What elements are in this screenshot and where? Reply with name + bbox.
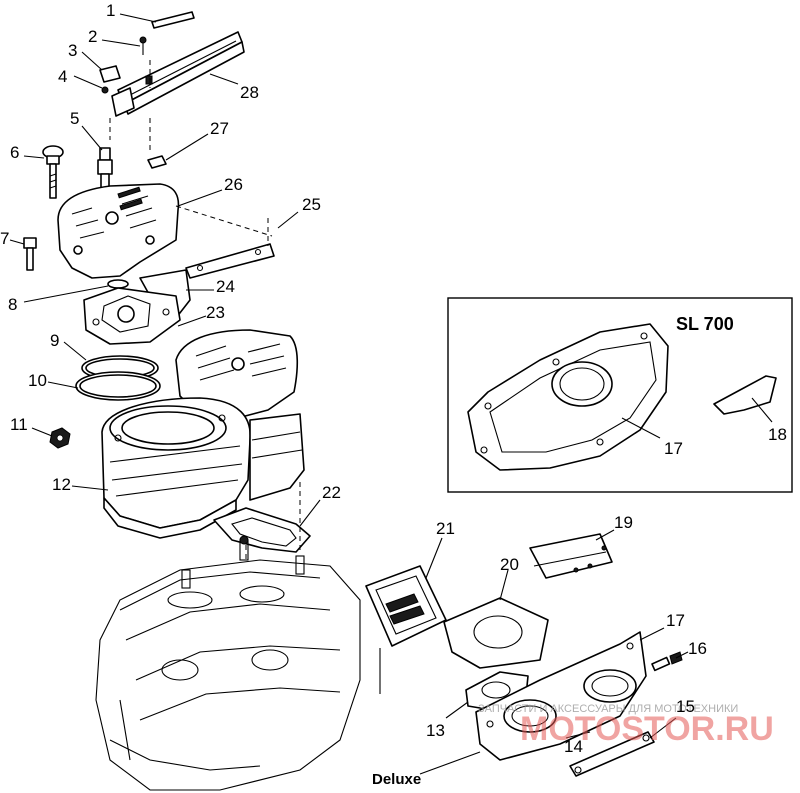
part-10-o-ring [75,371,161,401]
callout-22: 22 [322,483,341,502]
callout-20: 20 [500,555,519,574]
callout-17-sl700: 17 [664,439,683,458]
callout-10: 10 [28,371,47,390]
callout-1: 1 [106,1,115,20]
part-21-reed-valve [365,565,447,694]
sl700-inset: SL 700 [447,297,793,493]
callout-8: 8 [8,295,17,314]
part-22-gasket [213,507,311,553]
part-15-strap [569,731,655,777]
callout-18: 18 [768,425,787,444]
part-cylinder-head-rear [175,329,299,421]
part-12-cylinder [101,397,251,539]
part-19-plate [529,533,613,579]
callout-27: 27 [210,119,229,138]
callout-24: 24 [216,277,235,296]
part-27-clamp [147,155,167,169]
callout-5: 5 [70,109,79,128]
callout-12: 12 [52,475,71,494]
part-23-head-cover [83,287,181,345]
callout-3: 3 [68,41,77,60]
callout-19: 19 [614,513,633,532]
watermark-brand: MOTOSTOR.RU [520,710,774,748]
part-cylinder-rear [249,413,305,501]
callout-13: 13 [426,721,445,740]
callout-11: 11 [10,415,28,434]
part-20-gasket [443,597,549,669]
part-1-strip [151,11,195,29]
leader-lines [9,13,689,775]
crankcase-block [95,535,361,791]
part-17-intake-manifold-deluxe [475,631,647,761]
part-6-head-bolt [42,145,64,199]
callout-4: 4 [58,67,67,86]
part-28-fuel-rail [111,31,245,117]
callout-6: 6 [10,143,19,162]
callout-25: 25 [302,195,321,214]
callout-9: 9 [50,331,59,350]
callout-15: 15 [676,697,695,716]
part-11-nut [49,427,71,449]
callout-17-deluxe: 17 [666,611,685,630]
callout-21: 21 [436,519,455,538]
part-5-spark-plug [97,147,113,194]
callout-26: 26 [224,175,243,194]
callout-7: 7 [0,229,9,248]
part-2-screw [139,36,147,55]
part-8-o-ring [107,279,129,289]
callout-14: 14 [564,737,583,756]
part-26-cylinder-head [57,183,180,279]
part-17-intake-manifold-sl700 [467,323,669,471]
inset-title: SL 700 [676,314,734,334]
callout-2: 2 [88,27,97,46]
deluxe-label: Deluxe [372,771,421,788]
part-7-bolt [23,237,37,271]
watermark-tagline: ЗАПЧАСТИ И АКСЕССУАРЫ ДЛЯ МОТОТЕХНИКИ [478,703,738,715]
callout-16: 16 [688,639,707,658]
callout-23: 23 [206,303,225,322]
part-25-bracket [185,243,275,279]
part-16-bolt [651,651,683,672]
callout-28: 28 [240,83,259,102]
part-3-plate [99,65,121,83]
part-4-clip [101,86,109,94]
part-18-bracket-sl700 [713,375,777,415]
